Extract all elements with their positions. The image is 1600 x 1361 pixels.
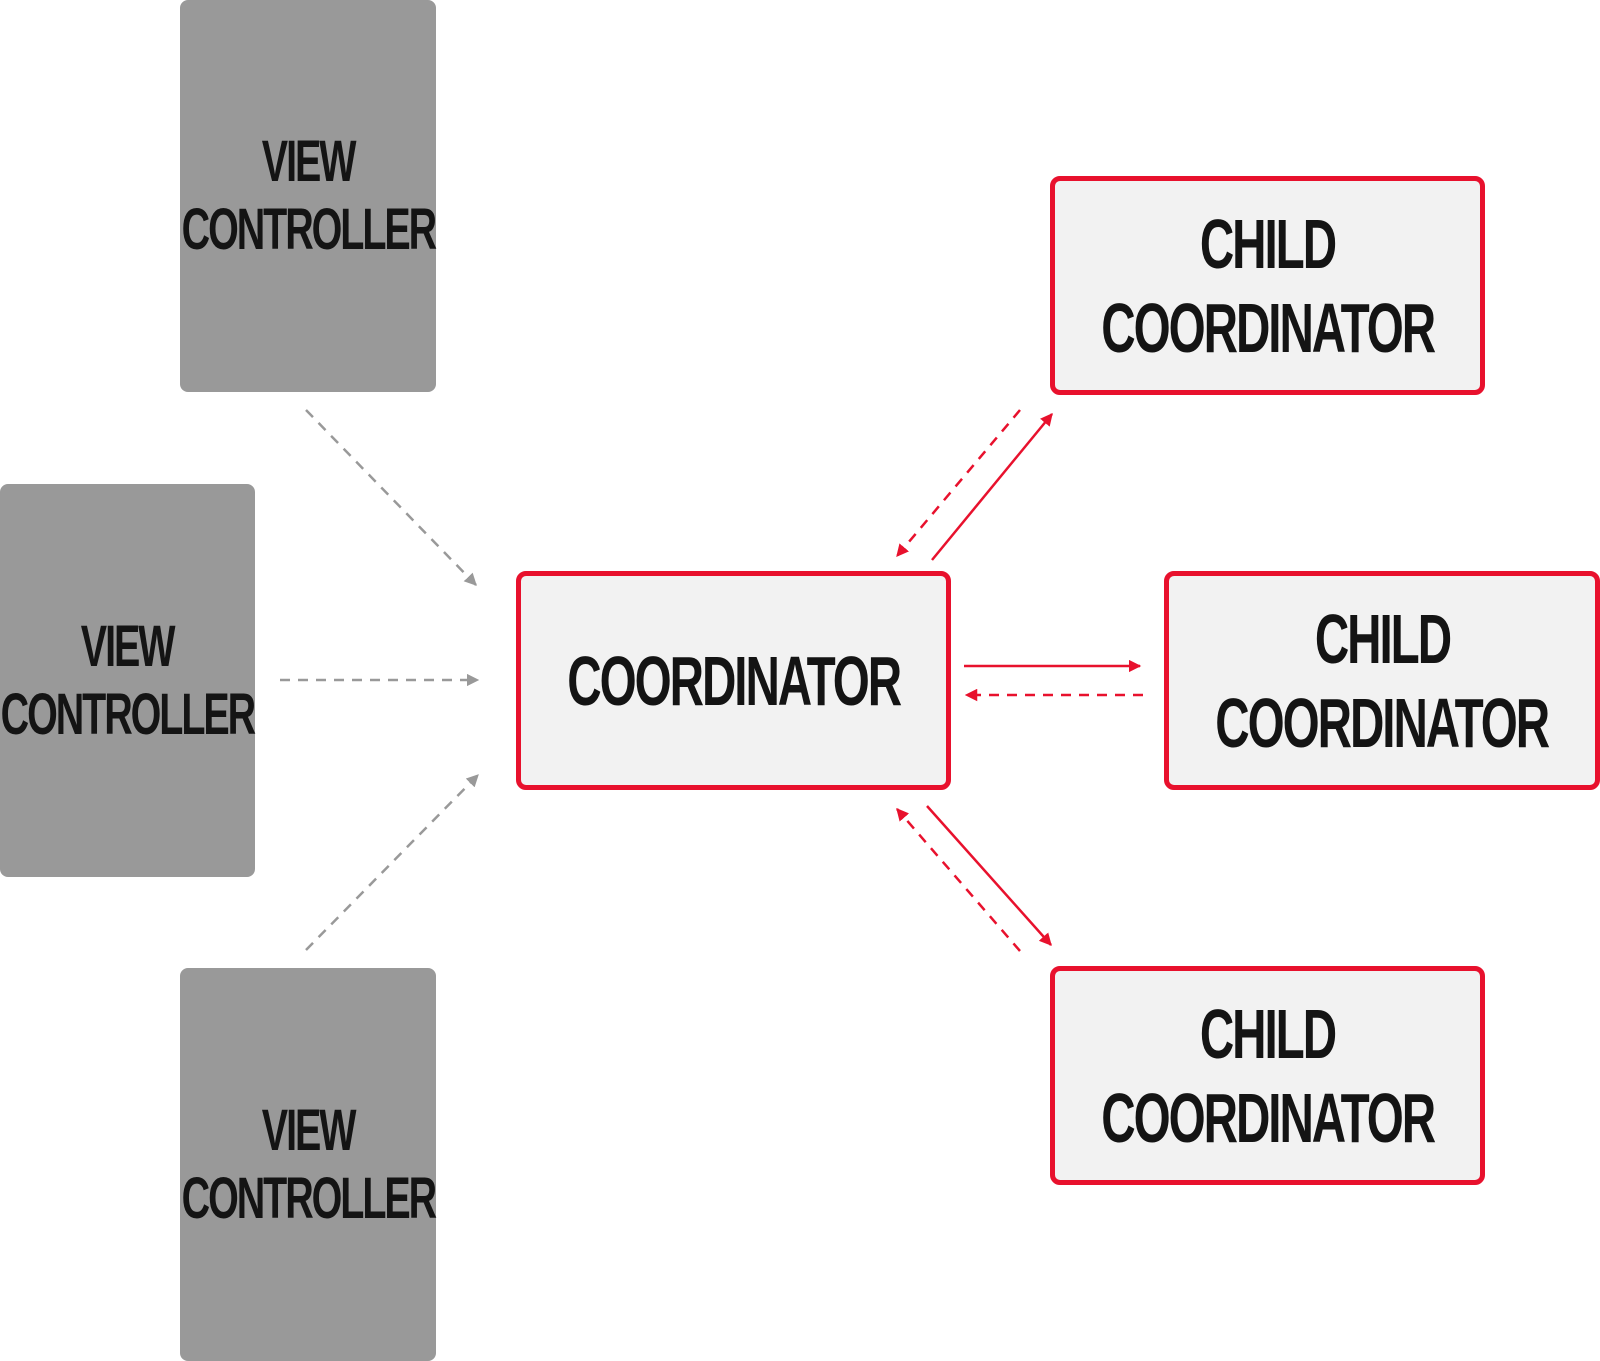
arrow-coordinator-to-child-top bbox=[931, 413, 1053, 561]
view-controller-label-line2: CONTROLLER bbox=[181, 197, 437, 262]
child-coordinator-label-line1: CHILD bbox=[1314, 599, 1451, 678]
view-controller-label-line2: CONTROLLER bbox=[0, 681, 257, 747]
coordinator: COORDINATOR bbox=[516, 571, 951, 790]
arrow-vc-top-to-coordinator bbox=[305, 409, 477, 586]
view-controller-label-line1: VIEW bbox=[261, 1097, 357, 1163]
coordinator-label: COORDINATOR bbox=[567, 641, 902, 720]
child-coordinator-label-line1: CHILD bbox=[1199, 994, 1337, 1073]
child-coordinator-label-line1: CHILD bbox=[1199, 204, 1337, 283]
arrow-child-top-to-coordinator bbox=[896, 409, 1021, 557]
arrow-child-bottom-to-coordinator bbox=[896, 808, 1021, 952]
view-controller-middle: VIEW CONTROLLER bbox=[0, 484, 257, 877]
child-coordinator-label-line2: COORDINATOR bbox=[1101, 288, 1436, 367]
child-coordinator-middle: CHILD COORDINATOR bbox=[1164, 571, 1600, 790]
child-coordinator-top: CHILD COORDINATOR bbox=[1050, 176, 1485, 395]
view-controller-label-line2: CONTROLLER bbox=[181, 1165, 437, 1231]
arrow-coordinator-to-child-bottom bbox=[926, 805, 1052, 946]
child-coordinator-label-line2: COORDINATOR bbox=[1215, 683, 1551, 762]
child-coordinator-bottom: CHILD COORDINATOR bbox=[1050, 966, 1485, 1185]
view-controller-bottom: VIEW CONTROLLER bbox=[180, 968, 437, 1361]
view-controller-top: VIEW CONTROLLER bbox=[180, 0, 437, 392]
view-controller-label-line1: VIEW bbox=[261, 129, 357, 194]
arrow-vc-bottom-to-coordinator bbox=[305, 774, 479, 951]
child-coordinator-label-line2: COORDINATOR bbox=[1101, 1078, 1436, 1157]
view-controller-label-line1: VIEW bbox=[81, 613, 176, 679]
